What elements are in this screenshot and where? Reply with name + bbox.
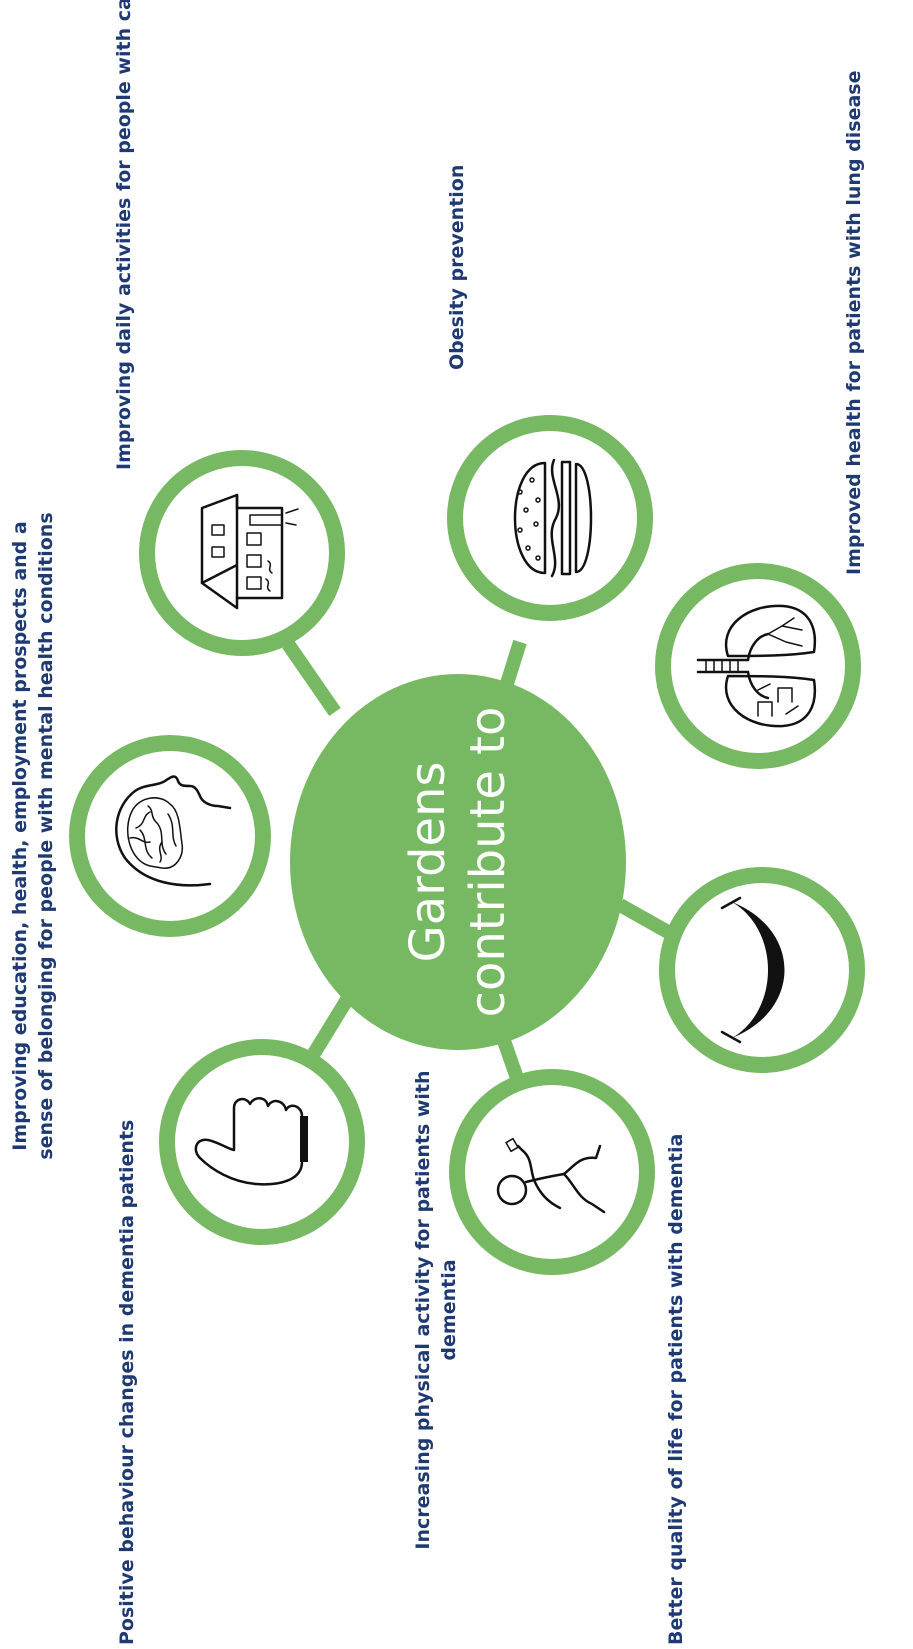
node-ring bbox=[449, 1069, 655, 1275]
node-cancer bbox=[139, 450, 345, 656]
smile-icon bbox=[720, 896, 785, 1044]
node-ring bbox=[159, 1039, 365, 1245]
label-behaviour: Positive behaviour changes in dementia p… bbox=[116, 1120, 138, 1645]
label-physical-activity-line2: dementia bbox=[438, 1259, 460, 1360]
hub-title-line2: contribute to bbox=[460, 707, 516, 1018]
connector-quality-of-life bbox=[616, 898, 672, 939]
node-physical-activity bbox=[449, 1069, 655, 1275]
node-lung bbox=[655, 563, 861, 769]
node-ring bbox=[659, 867, 865, 1073]
node-ring bbox=[139, 450, 345, 656]
running-person-icon bbox=[496, 1137, 606, 1214]
node-ring bbox=[655, 563, 861, 769]
label-quality-of-life: Better quality of life for patients with… bbox=[665, 1134, 687, 1645]
node-behaviour bbox=[159, 1039, 365, 1245]
burger-icon bbox=[513, 458, 593, 578]
hub-title-line1: Gardens bbox=[400, 762, 456, 963]
head-with-brain-icon bbox=[115, 775, 232, 887]
hub: Gardens contribute to bbox=[290, 674, 626, 1050]
label-mental-health-line2: sense of belonging for people with menta… bbox=[35, 512, 57, 1159]
connector-obesity bbox=[498, 639, 527, 693]
label-cancer: Improving daily activities for people wi… bbox=[113, 0, 135, 470]
lungs-icon bbox=[696, 604, 817, 728]
label-mental-health-line1: Improving education, health, employment … bbox=[9, 521, 31, 1150]
node-obesity bbox=[447, 415, 653, 621]
thumbs-up-icon bbox=[194, 1097, 308, 1186]
label-lung: Improved health for patients with lung d… bbox=[843, 71, 865, 575]
node-mental-health bbox=[69, 735, 271, 937]
labels: Improving education, health, employment … bbox=[9, 0, 865, 1645]
connector-cancer bbox=[282, 640, 341, 716]
node-quality-of-life bbox=[659, 867, 865, 1073]
node-ring bbox=[447, 415, 653, 621]
connector-behaviour bbox=[304, 994, 354, 1064]
label-obesity: Obesity prevention bbox=[446, 165, 468, 370]
house-icon bbox=[200, 493, 299, 610]
label-physical-activity-line1: Increasing physical activity for patient… bbox=[412, 1070, 434, 1549]
hub-ellipse bbox=[290, 674, 626, 1050]
node-ring bbox=[69, 735, 271, 937]
